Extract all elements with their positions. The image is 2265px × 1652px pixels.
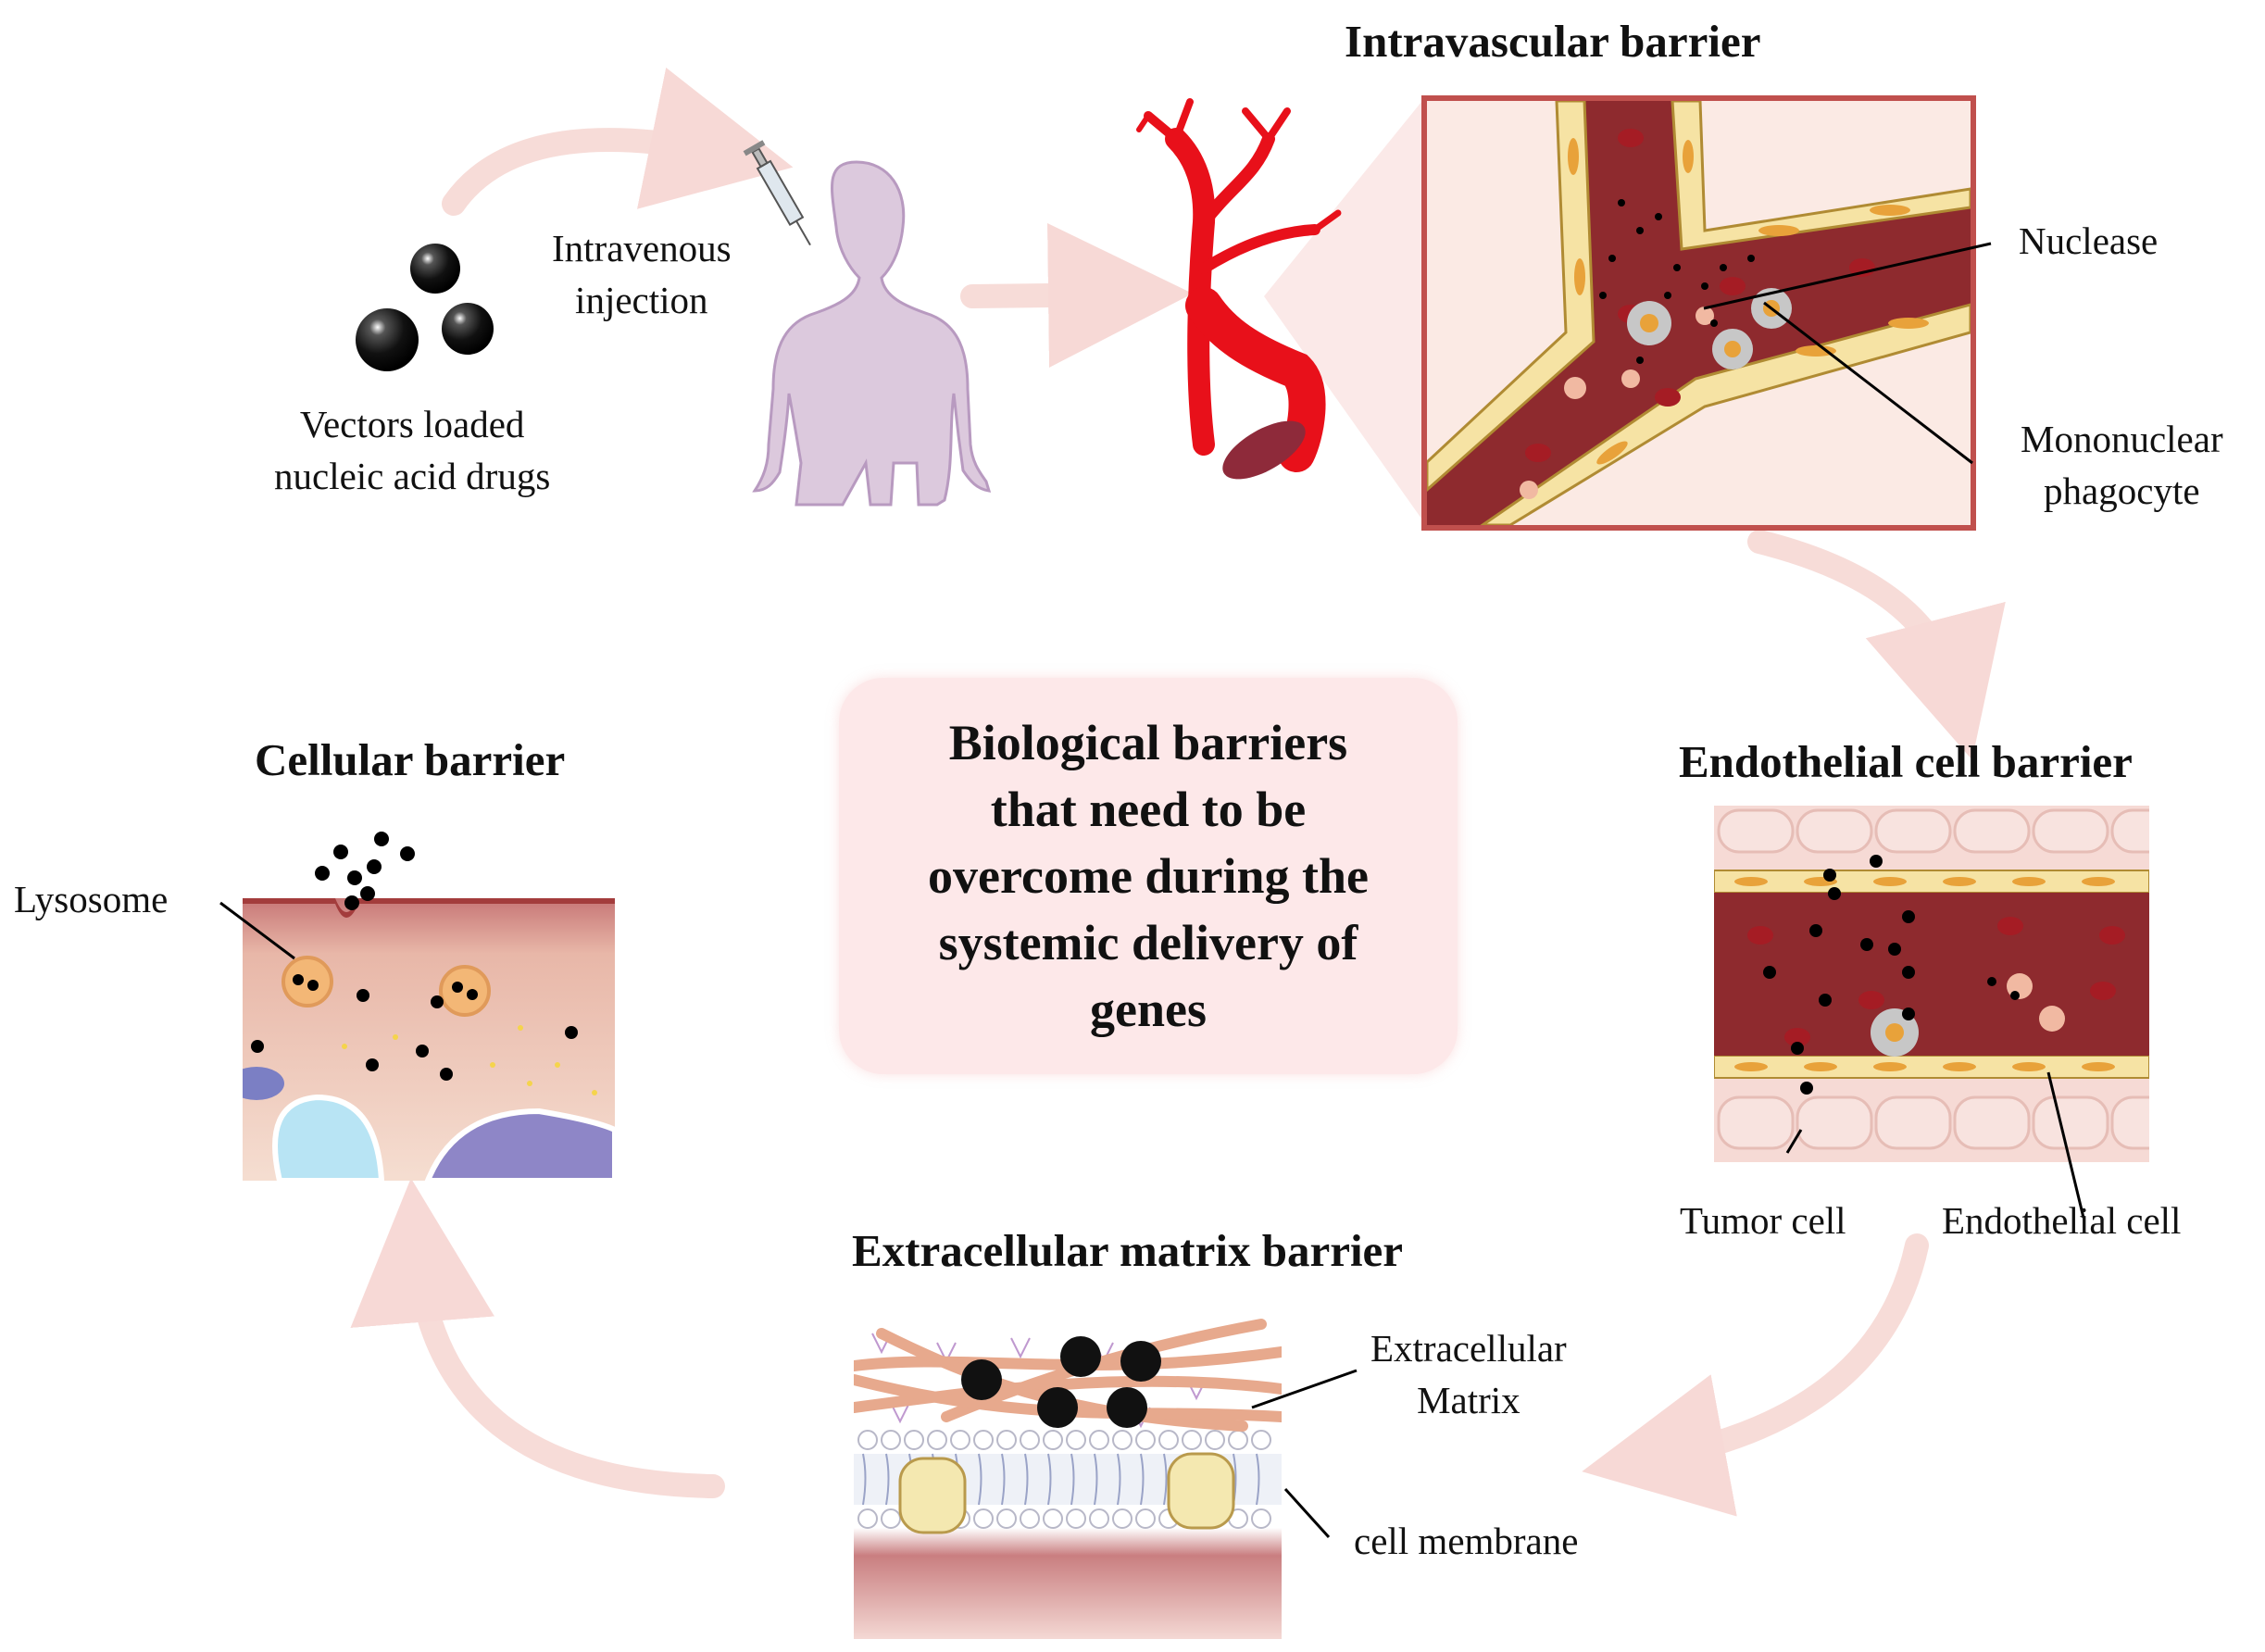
label-endothelial-cell: Endothelial cell [1942, 1199, 2182, 1242]
center-summary-text: Biological barriers that need to be over… [928, 715, 1369, 1037]
vessel-branch-illustration [1427, 101, 1971, 525]
cellular-illustration [243, 898, 615, 1181]
ecm-illustration [854, 1319, 1282, 1534]
label-cell-membrane: cell membrane [1354, 1520, 1579, 1562]
label-phagocyte: Mononuclear phagocyte [2021, 418, 2223, 512]
title-endothelial: Endothelial cell barrier [1679, 736, 2133, 787]
sphere [356, 308, 419, 371]
arrow-body-to-vessel [960, 222, 1193, 368]
label-vectors: Vectors loaded nucleic acid drugs [274, 403, 551, 497]
sphere [442, 303, 494, 355]
label-tumor-cell: Tumor cell [1680, 1199, 1846, 1242]
syringe-icon [743, 140, 811, 246]
title-intravascular: Intravascular barrier [1345, 16, 1761, 67]
cellular-panel [243, 898, 615, 1181]
ecm-panel [854, 1315, 1282, 1639]
label-nuclease: Nuclease [2019, 219, 2159, 262]
arrow-endothelial-to-ecm [1582, 1233, 1929, 1517]
body-silhouette [752, 160, 992, 507]
center-summary-box: Biological barriers that need to be over… [839, 678, 1458, 1074]
arrow-intravascular-to-endothelial [1747, 530, 2006, 760]
label-ecm: Extracellular Matrix [1370, 1327, 1567, 1421]
endothelial-illustration [1714, 808, 2149, 1150]
arrow-ecm-to-cellular [350, 1178, 725, 1498]
zoom-cone [1264, 102, 1421, 519]
title-extracellular: Extracellular matrix barrier [852, 1225, 1404, 1276]
artery-opening [1222, 420, 1306, 480]
lysosome [439, 965, 491, 1017]
intravascular-panel [1421, 95, 1976, 531]
arrow-vectors-to-body [442, 67, 794, 216]
endothelial-panel [1714, 806, 2149, 1162]
title-cellular: Cellular barrier [255, 734, 566, 785]
label-lysosome: Lysosome [14, 878, 169, 920]
sphere [410, 244, 460, 294]
lysosome [282, 956, 333, 1007]
label-injection: Intravenous injection [552, 227, 732, 321]
